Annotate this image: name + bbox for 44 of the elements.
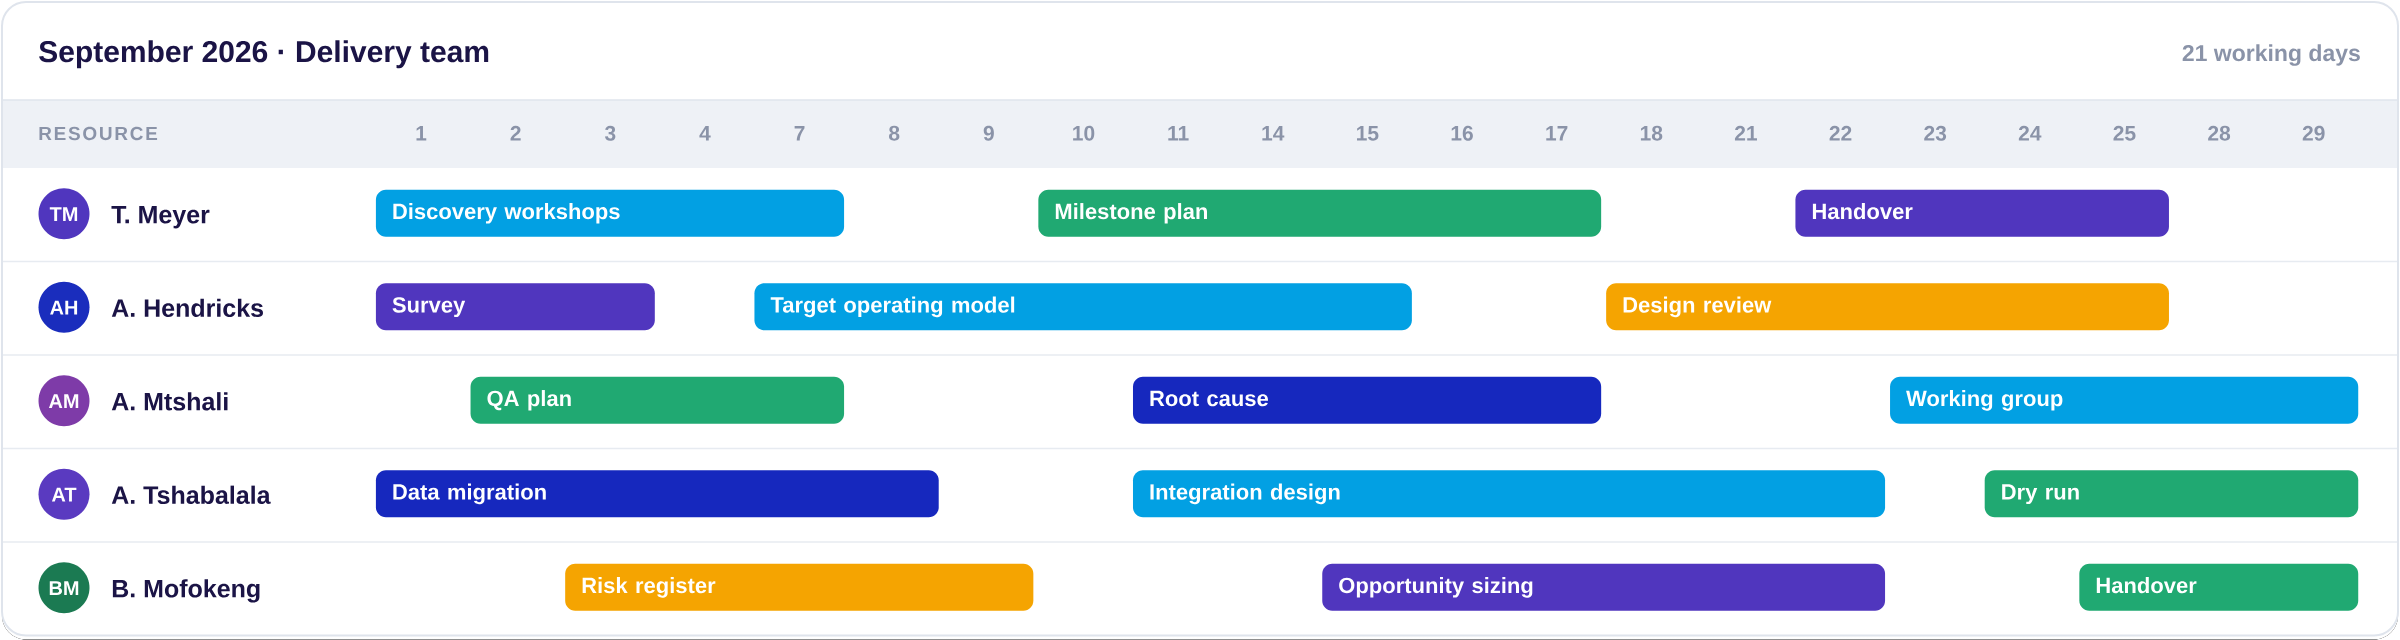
day-header: 21: [1734, 125, 1757, 141]
title: September 2026 · Delivery team: [39, 40, 489, 69]
task-bar: Risk register: [565, 563, 1034, 611]
column-header: RESOURCE: [39, 126, 158, 141]
task-bar: Discovery workshops: [375, 189, 845, 237]
day-header: 15: [1357, 126, 1379, 141]
task-bar: Milestone plan: [1038, 189, 1602, 237]
task-bar: Integration design: [1133, 470, 1886, 518]
day-header: 9: [983, 125, 994, 141]
day-header: 18: [1640, 125, 1663, 141]
day-header: 24: [2018, 125, 2042, 141]
task-bar: Dry run: [1984, 470, 2359, 518]
day-header: 2: [510, 125, 521, 141]
day-header: 29: [2302, 125, 2325, 141]
day-header: 14: [1262, 126, 1285, 141]
day-header: 16: [1451, 125, 1473, 141]
day-header: 4: [699, 126, 711, 141]
day-header: 17: [1546, 126, 1568, 141]
resource-name: A. Hendricks: [111, 298, 263, 317]
day-header: 7: [794, 126, 805, 141]
day-header: 10: [1073, 125, 1095, 141]
resource-name: B. Mofokeng: [112, 579, 260, 603]
task-bar: Handover: [1795, 189, 2169, 237]
day-header: 1: [416, 126, 427, 141]
day-header: 11: [1168, 126, 1189, 141]
summary-text: 21 working days: [2182, 44, 2360, 66]
task-bar: QA plan: [470, 376, 845, 424]
day-header: 23: [1924, 125, 1947, 141]
task-bar: Design review: [1606, 283, 2169, 331]
task-bar: Handover: [2079, 563, 2359, 611]
task-bar: Data migration: [375, 470, 939, 518]
day-header: 8: [889, 125, 900, 141]
task-bar: Working group: [1890, 376, 2359, 424]
day-header: 3: [604, 125, 616, 141]
task-bar: Root cause: [1133, 376, 1602, 424]
day-header: 22: [1829, 125, 1852, 141]
task-bar: Survey: [375, 283, 655, 331]
day-header: 25: [2113, 125, 2136, 141]
task-bar: Target operating model: [754, 283, 1412, 331]
task-bar: Opportunity sizing: [1322, 563, 1886, 611]
resource-name: A. Mtshali: [111, 392, 228, 411]
day-header: 28: [2208, 125, 2231, 141]
resource-name: A. Tshabalala: [111, 485, 271, 504]
resource-name: T. Meyer: [111, 206, 210, 229]
